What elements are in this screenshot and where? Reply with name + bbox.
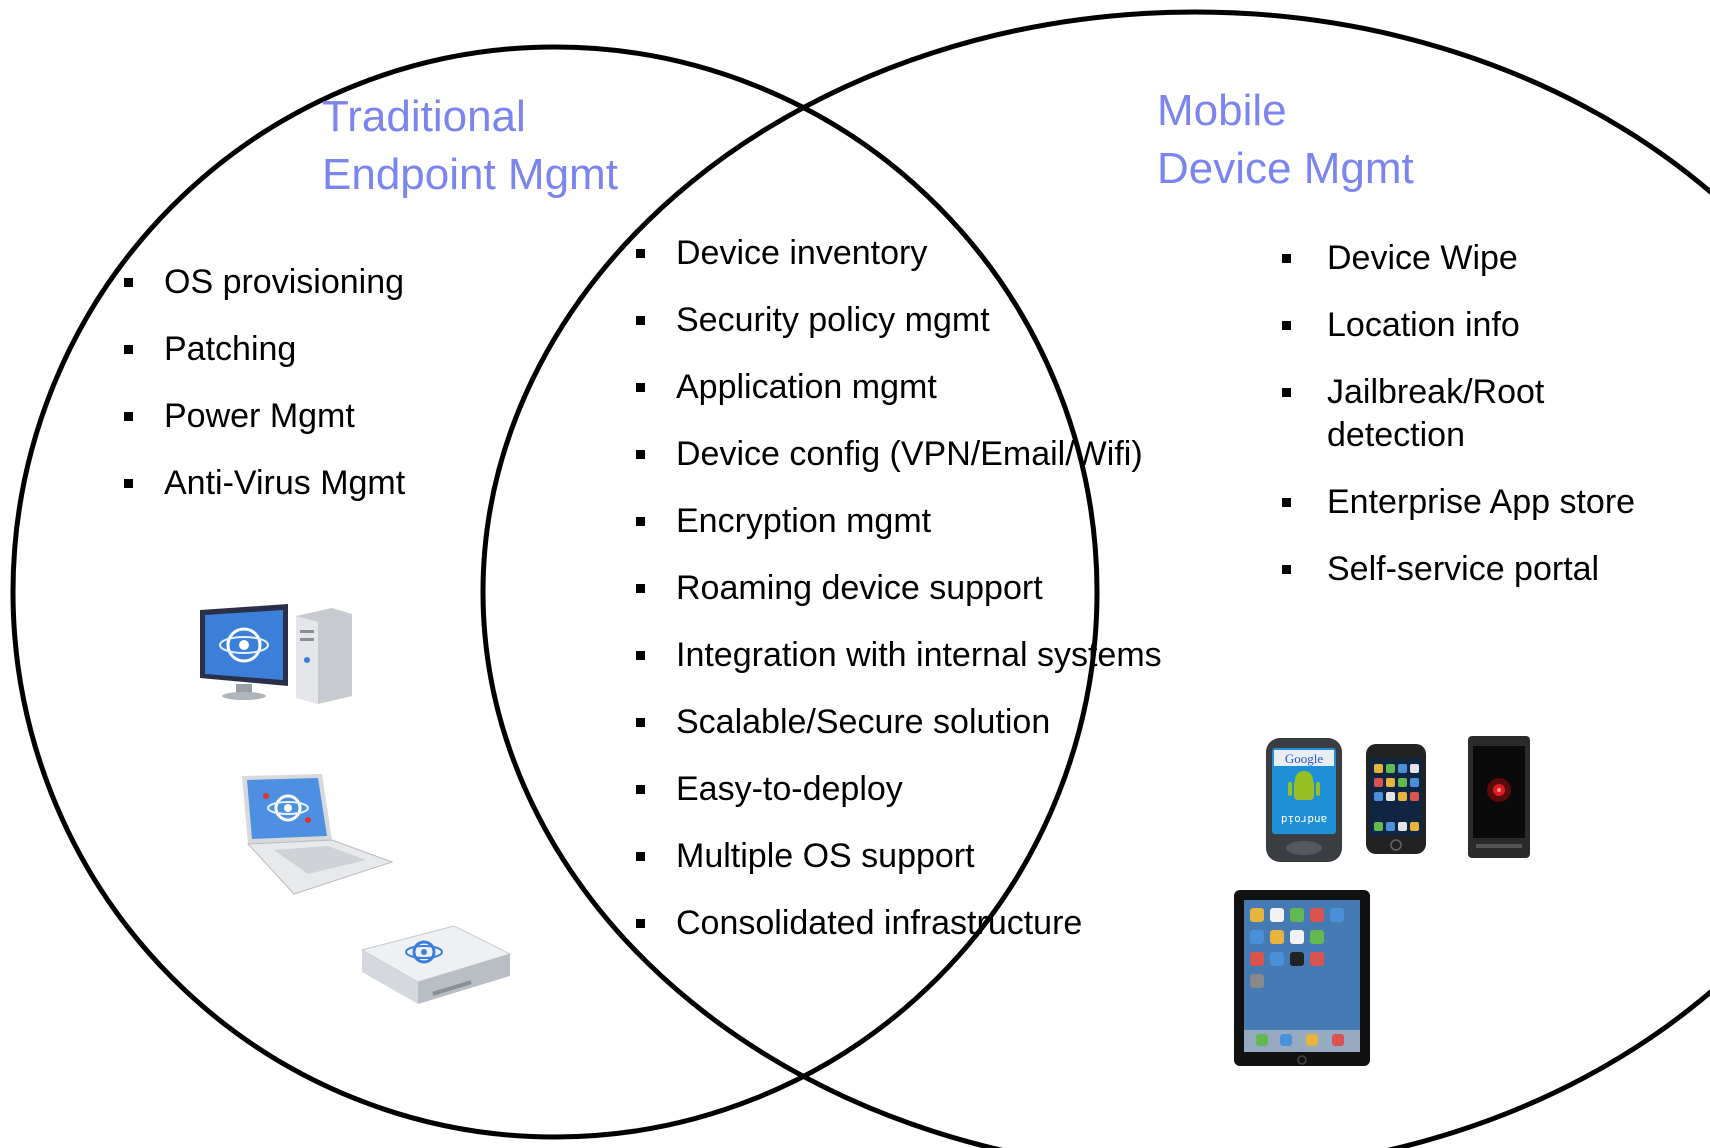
list-item: Security policy mgmt: [636, 300, 1162, 367]
list-item: OS provisioning: [124, 262, 405, 329]
list-item: Self-service portal: [1282, 548, 1687, 591]
left-circle: [10, 44, 1100, 1140]
list-item: Device config (VPN/Email/Wifi): [636, 434, 1162, 501]
server-appliance-icon: [360, 925, 512, 1004]
list-item: Device inventory: [636, 233, 1162, 300]
desktop-computer-icon: [200, 604, 352, 704]
android-label: android: [1281, 813, 1327, 826]
list-item: Roaming device support: [636, 568, 1162, 635]
right-title-line-2: Device Mgmt: [1157, 144, 1414, 193]
overlap-item-list: Device inventory Security policy mgmt Ap…: [636, 233, 1162, 970]
droid-phone-icon: [1468, 736, 1530, 858]
android-phone-icon: Google android: [1266, 738, 1342, 862]
right-circle: [480, 9, 1710, 1148]
left-title-line-2: Endpoint Mgmt: [322, 150, 618, 199]
right-circle-title: Mobile Device Mgmt: [1157, 82, 1414, 198]
list-item: Anti-Virus Mgmt: [124, 463, 405, 530]
list-item: Patching: [124, 329, 405, 396]
ipad-icon: [1234, 890, 1370, 1066]
left-circle-title: Traditional Endpoint Mgmt: [322, 88, 618, 204]
laptop-icon: [242, 774, 394, 895]
right-item-list: Device Wipe Location info Jailbreak/Root…: [1282, 237, 1687, 615]
list-item: Multiple OS support: [636, 836, 1162, 903]
iphone-icon: [1366, 744, 1426, 854]
list-item: Device Wipe: [1282, 237, 1687, 280]
list-item: Application mgmt: [636, 367, 1162, 434]
list-item: Jailbreak/Root detection: [1282, 371, 1687, 457]
list-item: Consolidated infrastructure: [636, 903, 1162, 970]
right-title-line-1: Mobile: [1157, 86, 1287, 135]
list-item: Easy-to-deploy: [636, 769, 1162, 836]
list-item: Enterprise App store: [1282, 481, 1687, 524]
left-item-list: OS provisioning Patching Power Mgmt Anti…: [124, 262, 405, 530]
list-item: Power Mgmt: [124, 396, 405, 463]
left-title-line-1: Traditional: [322, 92, 526, 141]
list-item: Encryption mgmt: [636, 501, 1162, 568]
list-item: Scalable/Secure solution: [636, 702, 1162, 769]
list-item: Location info: [1282, 304, 1687, 347]
list-item: Integration with internal systems: [636, 635, 1162, 702]
google-label: Google: [1285, 751, 1324, 766]
